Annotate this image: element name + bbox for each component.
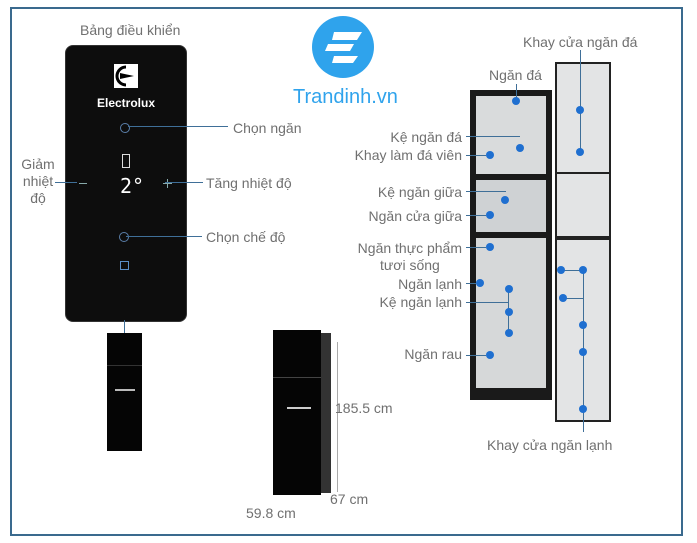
dimension-depth: 67 cm xyxy=(330,491,369,507)
label-decrease-temp-1: Giảm xyxy=(21,156,55,172)
label-middle-shelf: Kệ ngăn giữa xyxy=(377,184,462,200)
panel-brand: Electrolux xyxy=(96,96,156,110)
label-vegetable: Ngăn rau xyxy=(404,346,462,362)
label-freezer-door-tray: Khay cửa ngăn đá xyxy=(523,34,638,50)
control-panel-title: Bảng điều khiển xyxy=(80,22,181,38)
fridge-dimension-view xyxy=(273,330,321,495)
label-fridge-door-tray: Khay cửa ngăn lạnh xyxy=(487,437,613,453)
increase-temp-button[interactable] xyxy=(163,179,172,188)
lock-icon xyxy=(120,261,129,270)
temperature-display: 2° xyxy=(120,174,145,198)
control-panel: Electrolux 2° xyxy=(65,45,187,322)
label-select-compartment: Chọn ngăn xyxy=(233,120,302,136)
label-freezer: Ngăn đá xyxy=(489,67,542,83)
dimension-width: 59.8 cm xyxy=(246,505,296,521)
diagram-frame xyxy=(10,7,683,536)
label-select-mode: Chọn chế độ xyxy=(206,229,286,245)
label-freezer-shelf: Kệ ngăn đá xyxy=(390,129,462,145)
fridge-thumbnail xyxy=(107,333,142,451)
fridge-side xyxy=(321,333,331,493)
freezer-door xyxy=(555,62,611,174)
label-increase-temp: Tăng nhiệt độ xyxy=(206,175,292,191)
dimension-height: 185.5 cm xyxy=(335,400,393,416)
select-mode-button[interactable] xyxy=(119,232,129,242)
electrolux-logo-icon xyxy=(114,64,138,88)
compartment-icon xyxy=(122,154,130,168)
label-middle-drawer: Ngăn cửa giữa xyxy=(368,208,462,224)
label-decrease-temp-3: độ xyxy=(30,190,46,206)
label-ice-tray: Khay làm đá viên xyxy=(354,147,462,163)
middle-door xyxy=(555,172,611,238)
open-fridge xyxy=(470,90,552,400)
label-fresh-food-1: Ngăn thực phẩm xyxy=(357,240,462,256)
watermark-text: Trandinh.vn xyxy=(293,86,398,108)
select-compartment-button[interactable] xyxy=(120,123,130,133)
label-fridge: Ngăn lạnh xyxy=(398,276,462,292)
label-decrease-temp-2: nhiệt xyxy=(22,173,54,189)
label-fridge-shelf: Kệ ngăn lạnh xyxy=(379,294,462,310)
trandinh-logo-icon xyxy=(312,16,374,78)
label-fresh-food-2: tươi sống xyxy=(380,257,440,273)
decrease-temp-button[interactable] xyxy=(79,183,87,184)
